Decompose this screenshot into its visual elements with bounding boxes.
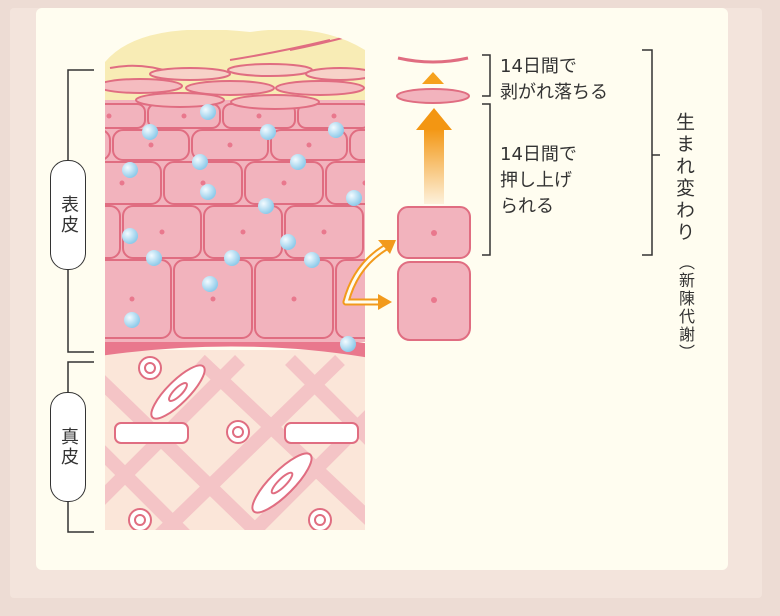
pushed-bracket: [482, 103, 491, 256]
up-arrow-head: [416, 108, 452, 130]
cell-nucleus: [386, 143, 391, 148]
dermis-cells: [128, 356, 332, 530]
water-drop: [260, 124, 276, 140]
water-drop: [346, 190, 362, 206]
fibroblast: [150, 364, 206, 420]
cell-nucleus: [159, 229, 165, 235]
dermis-label: 真皮: [58, 427, 79, 467]
cell-nucleus: [32, 114, 37, 119]
cell-nucleus: [106, 113, 112, 119]
fibroblast: [251, 452, 313, 514]
cell-nucleus: [119, 180, 125, 186]
cell-nucleus: [148, 142, 154, 148]
cell-nucleus: [431, 230, 437, 236]
dermis-label-pill: 真皮: [50, 392, 86, 502]
water-drop: [200, 184, 216, 200]
epidermis-cell: [12, 260, 90, 338]
cell-nucleus: [200, 180, 206, 186]
cell-nucleus: [210, 296, 216, 302]
cell-nucleus: [362, 180, 365, 186]
epidermis-cell: [325, 161, 365, 205]
division-arrows-inner: [344, 244, 390, 304]
water-drop: [192, 154, 208, 170]
division-arrowhead: [378, 240, 396, 254]
up-arrow-shaft: [424, 128, 444, 204]
cell-nucleus: [129, 296, 135, 302]
cell-nucleus: [431, 297, 437, 303]
cell-nucleus: [256, 113, 262, 119]
water-drop: [280, 234, 296, 250]
turnover-sub-label: （新陳代謝）: [676, 254, 695, 362]
horny-flakes: [105, 35, 365, 110]
epidermis-label: 表皮: [58, 195, 79, 235]
skin-section: [0, 30, 412, 530]
cell-nucleus: [49, 297, 54, 302]
turnover-label: 生まれ変わり: [673, 112, 695, 244]
water-drop: [146, 250, 162, 266]
water-drop: [202, 276, 218, 292]
cell-nucleus: [70, 143, 75, 148]
shedding-flake: [397, 56, 469, 64]
water-drop: [328, 122, 344, 138]
water-drop: [340, 336, 356, 352]
pushed-label: 14日間で 押し上げ られる: [500, 144, 577, 217]
water-drop: [124, 312, 140, 328]
cell-nucleus: [407, 114, 412, 119]
flattened-cell: [396, 88, 470, 104]
cell-nucleus: [321, 229, 327, 235]
water-drop: [304, 252, 320, 268]
epidermis-cell: [349, 129, 365, 161]
division-arrowhead: [378, 294, 392, 310]
cell-nucleus: [181, 113, 187, 119]
elastic-fiber: [114, 422, 189, 444]
water-drop: [122, 228, 138, 244]
water-drop: [122, 162, 138, 178]
cell-nucleus: [39, 181, 44, 186]
shed-bracket: [482, 54, 491, 97]
turnover-bracket: [642, 49, 660, 256]
cell-nucleus: [331, 113, 337, 119]
small-up-arrow: [422, 72, 444, 84]
epidermis-cell: [105, 205, 121, 259]
water-drop: [224, 250, 240, 266]
epidermis-cell: [0, 104, 70, 128]
cell-nucleus: [281, 180, 287, 186]
epidermis-label-pill: 表皮: [50, 160, 86, 270]
cell-nucleus: [291, 296, 297, 302]
water-drop: [258, 198, 274, 214]
water-drops: [122, 104, 362, 352]
cell-nucleus: [240, 229, 246, 235]
water-drop: [142, 124, 158, 140]
water-drop: [290, 154, 306, 170]
water-drop: [200, 104, 216, 120]
cell-nucleus: [227, 142, 233, 148]
elastic-fiber: [284, 422, 359, 444]
epidermis-cell: [105, 129, 111, 161]
cell-nucleus: [306, 142, 312, 148]
shed-label: 14日間で 剥がれ落ちる: [500, 56, 608, 103]
